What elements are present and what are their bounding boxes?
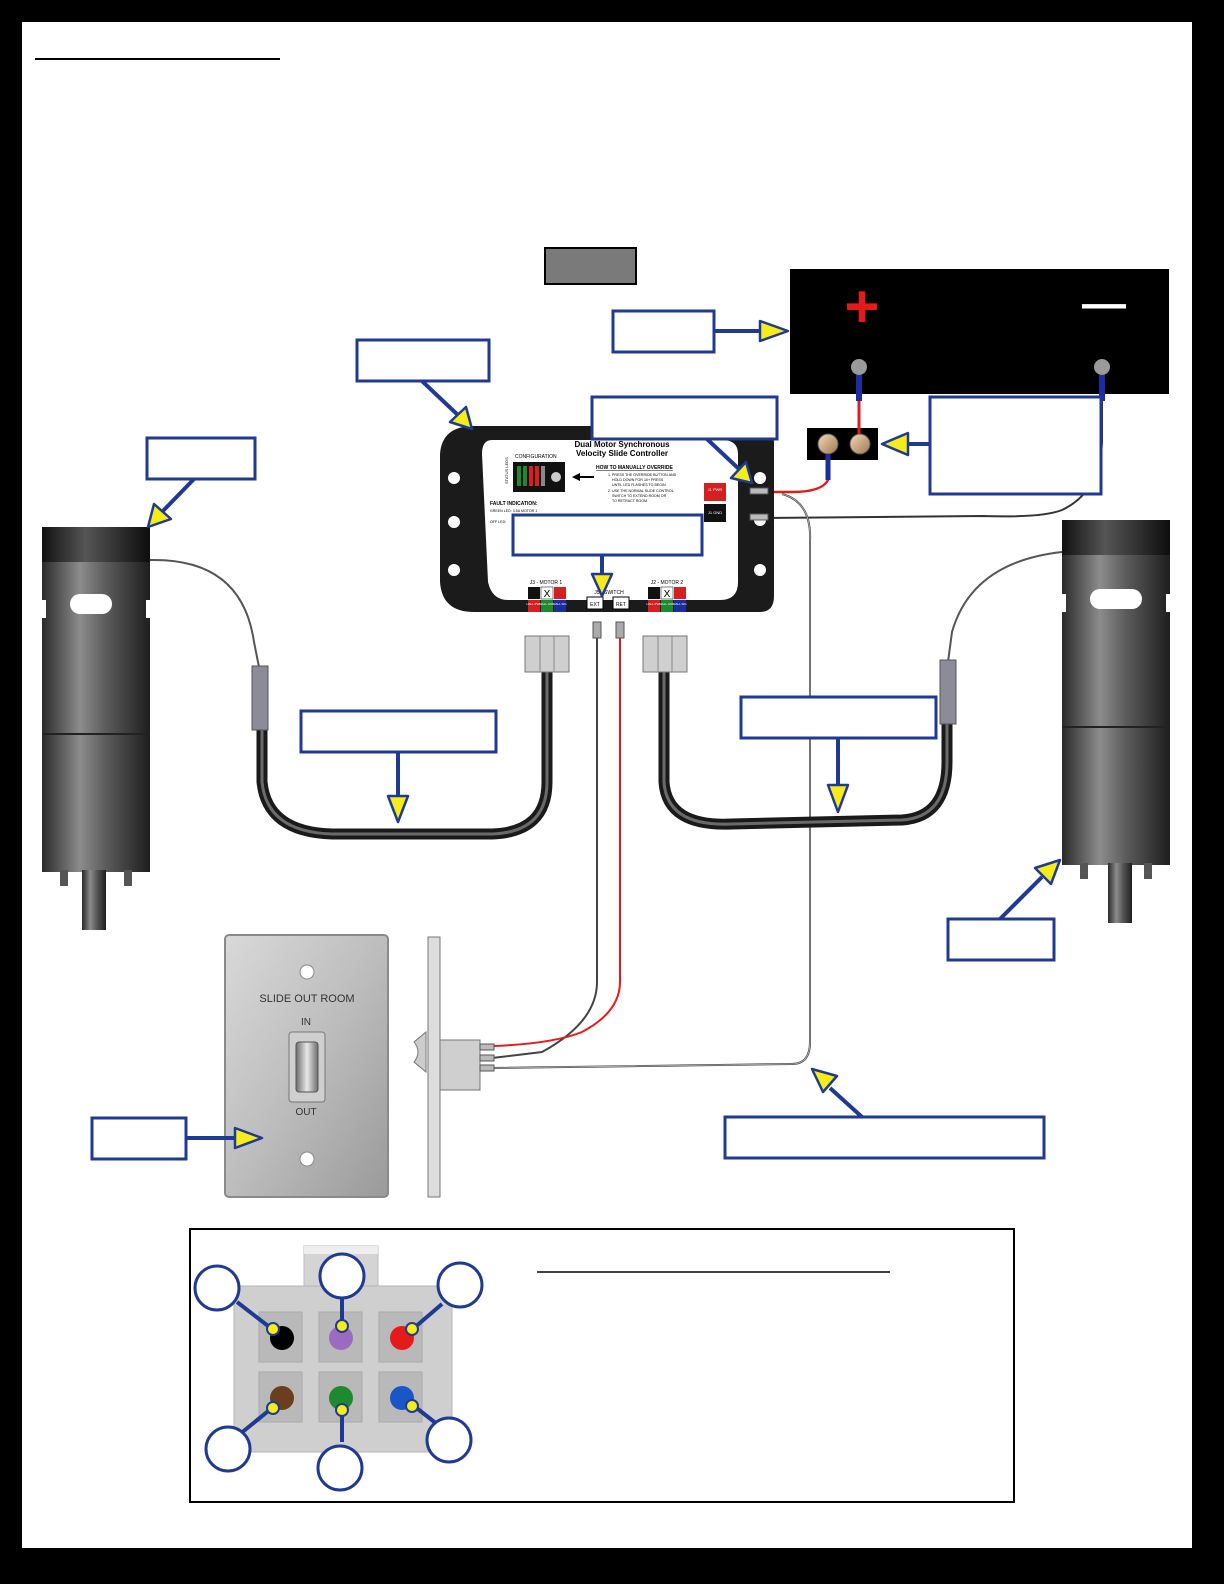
configuration-label: CONFIGURATION xyxy=(515,454,557,460)
arrowhead xyxy=(729,460,754,485)
j5-label: J5 - SWITCH xyxy=(594,590,624,596)
arrowhead xyxy=(1033,858,1062,886)
arrowhead xyxy=(590,572,614,598)
switch-extend-wire xyxy=(491,630,598,1059)
motor1-harness-callout xyxy=(299,709,498,754)
wall-switch-plate: SLIDE OUT ROOM IN OUT xyxy=(224,934,389,1198)
fault-line: GREEN LED: 3.5A MOTOR 1 xyxy=(490,509,537,513)
wiring-diagram: + — xyxy=(35,58,1174,1503)
ret-terminal xyxy=(612,596,630,610)
manual-override-step: TO RETRACT ROOM xyxy=(612,499,647,503)
j1-gnd-label: J1 GND xyxy=(708,510,722,515)
power-connection-callout xyxy=(590,395,779,441)
ground-wire-callout xyxy=(723,1115,1046,1160)
motor1-callout xyxy=(145,436,257,481)
off-led-label: OFF LED: xyxy=(490,520,506,524)
circuit-breaker xyxy=(807,428,878,460)
fault-indication-label: FAULT INDICATION: xyxy=(490,501,538,507)
switch-in-label: IN xyxy=(301,1017,311,1028)
arrowhead xyxy=(826,783,850,814)
override-button[interactable] xyxy=(551,472,561,482)
manual-override-step: HOLD DOWN FOR 10+ PRESS xyxy=(612,478,664,482)
controller-callout xyxy=(355,338,491,383)
manual-override-step: 2. USE THE NORMAL SLIDE CONTROL xyxy=(608,489,674,493)
connector-pinout-panel xyxy=(189,1228,1015,1503)
motor2-lead-wire xyxy=(947,551,1063,663)
ext-terminal xyxy=(586,596,604,610)
arrowhead xyxy=(386,794,410,824)
battery-negative-terminal xyxy=(1094,359,1110,375)
pin-number-bubble xyxy=(204,1425,252,1473)
j2-pinout: X HALL PWR HALL GND HALL SIG xyxy=(646,586,687,612)
j3-pin-label: HALL SIG xyxy=(553,602,567,606)
arrowhead xyxy=(758,319,790,343)
pin-number-bubble xyxy=(193,1264,241,1312)
switch-out-label: OUT xyxy=(295,1107,316,1118)
battery-positive-symbol: + xyxy=(844,273,879,340)
toggle-lever[interactable] xyxy=(295,1041,319,1093)
breaker-callout xyxy=(928,395,1103,496)
wall-switch-side-view xyxy=(413,936,495,1198)
j2-pin-label: HALL SIG xyxy=(673,602,687,606)
j1-pwr-label: J1 PWR xyxy=(708,487,723,492)
controller-power-wire xyxy=(764,454,830,494)
j3-harness-connector xyxy=(524,635,570,673)
switch-callout xyxy=(90,1116,188,1161)
motor1-lead-wire xyxy=(149,558,261,673)
ext-label: EXT xyxy=(590,602,600,608)
j2-pin-label: HALL GND xyxy=(660,602,676,606)
callout-leaders xyxy=(158,329,1044,1140)
battery-positive-terminal xyxy=(851,359,867,375)
arrowhead xyxy=(448,405,474,431)
j3-pin-label: HALL PWR xyxy=(526,602,542,606)
arrowhead xyxy=(233,1126,264,1150)
j3-label: J3 - MOTOR 1 xyxy=(530,580,563,586)
j3-pin-label: HALL GND xyxy=(540,602,556,606)
pin-purple xyxy=(329,1326,353,1350)
controller-title-line1: Dual Motor Synchronous xyxy=(574,440,670,449)
wiring-diagram-page: + — xyxy=(22,22,1192,1548)
j2-label: J2 - MOTOR 2 xyxy=(651,580,684,586)
pin-number-bubble xyxy=(436,1261,484,1309)
pin-number-bubble xyxy=(425,1416,473,1464)
j2-pin-label: HALL PWR xyxy=(646,602,662,606)
j2-x-label: X xyxy=(664,589,671,600)
controller-title-line2: Velocity Slide Controller xyxy=(576,449,668,458)
wires xyxy=(149,401,1103,1069)
grey-label-box xyxy=(544,247,637,285)
switch-connector-callout xyxy=(511,513,704,557)
motor2-harness-callout xyxy=(739,695,938,740)
j3-x-label: X xyxy=(544,589,551,600)
manual-override-step: 1. PRESS THE OVERRIDE BUTTON AND xyxy=(608,473,677,477)
j1-gnd-terminal xyxy=(704,504,726,522)
manual-override-step: SWITCH TO EXTEND ROOM OR xyxy=(612,494,667,498)
manual-override-step: UNTIL LED FLASHES TO BEGIN xyxy=(612,483,666,487)
motor2-sleeve xyxy=(939,659,957,725)
battery-callout xyxy=(611,309,716,354)
arrowhead xyxy=(880,431,910,457)
manual-override-title: HOW TO MANUALLY OVERRIDE xyxy=(596,465,674,471)
motor-2 xyxy=(1058,520,1174,923)
motor-1 xyxy=(38,527,154,930)
j1-pwr-terminal xyxy=(704,483,726,501)
switch-plate-title: SLIDE OUT ROOM xyxy=(259,993,354,1005)
ret-label: RET xyxy=(616,602,626,608)
arrowhead xyxy=(146,502,173,529)
pin-number-bubble xyxy=(316,1444,364,1492)
arrowhead xyxy=(810,1067,839,1094)
pin-number-bubble xyxy=(318,1252,366,1300)
battery-negative-symbol: — xyxy=(1082,279,1126,328)
j2-harness-connector xyxy=(642,635,688,673)
motor2-callout xyxy=(946,917,1056,962)
switch-retract-wire xyxy=(491,630,621,1047)
callout-arrowheads xyxy=(146,319,1062,1150)
callouts xyxy=(90,309,1103,1161)
motor2-harness xyxy=(658,670,953,830)
battery: + — xyxy=(790,269,1169,401)
pin-green xyxy=(329,1386,353,1410)
j3-pinout: X HALL PWR HALL GND HALL SIG xyxy=(526,586,567,612)
status-leds-label: STATUS LEDS xyxy=(504,457,509,484)
motor1-sleeve xyxy=(251,665,269,731)
